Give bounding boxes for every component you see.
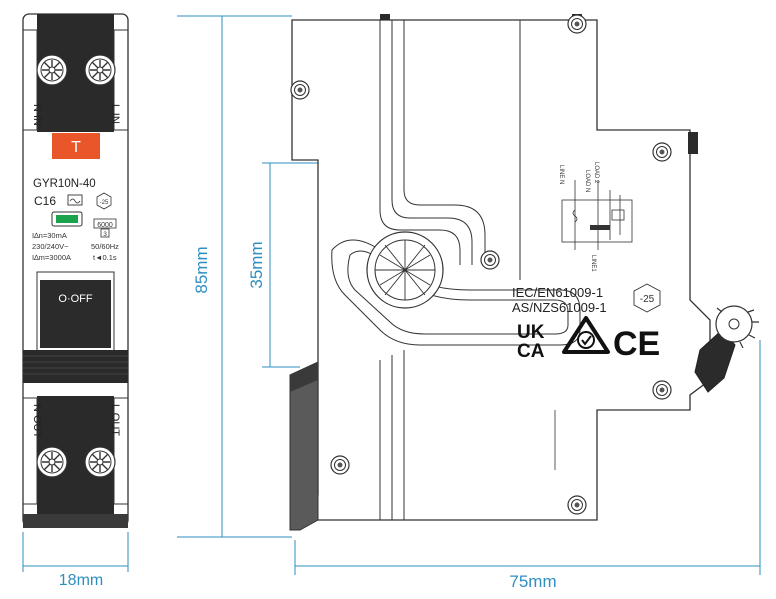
svg-text:6000: 6000 xyxy=(97,222,113,229)
terminal-screw-icon xyxy=(84,54,116,86)
rivet-icon xyxy=(567,495,587,515)
hexagon-temperature-icon xyxy=(96,192,112,210)
terminal-label-n-in: N IN xyxy=(31,104,43,126)
test-button-label: T xyxy=(71,139,81,156)
terminal-screw-icon xyxy=(36,446,68,478)
svg-text:LINE1: LINE1 xyxy=(590,255,596,272)
svg-text:-25: -25 xyxy=(100,200,109,206)
spec-breaking: I∆m=3000A xyxy=(32,253,71,262)
switch-label: O·OFF xyxy=(58,293,92,305)
rivet-icon xyxy=(330,455,350,475)
spec-frequency: 50/60Hz xyxy=(91,242,119,251)
breaking-capacity-box xyxy=(93,218,117,229)
ce-mark-icon: CE xyxy=(613,325,660,363)
curve-icon xyxy=(67,194,83,206)
height-dimension: 85mm xyxy=(177,15,292,538)
wiring-schematic: LINE N LOAD N LOAD 2 LINE1 xyxy=(558,162,633,272)
rail-dimension: 35mm xyxy=(247,162,318,368)
depth-dimension: 75mm xyxy=(294,340,761,591)
rivet-icon xyxy=(652,380,672,400)
side-body-outline xyxy=(290,19,711,521)
test-button[interactable] xyxy=(52,133,100,159)
width-dimension-label: 18mm xyxy=(59,572,103,589)
rivet-icon xyxy=(290,80,310,100)
terminal-screw-icon xyxy=(84,446,116,478)
spec-residual-current: I∆n=30mA xyxy=(32,231,67,240)
rail-dimension-label: 35mm xyxy=(247,241,266,288)
rail-clip-grip[interactable] xyxy=(289,361,319,531)
svg-text:LOAD N: LOAD N xyxy=(584,170,590,192)
rivet-icon xyxy=(567,14,587,34)
rcm-mark-icon xyxy=(562,316,610,354)
side-view: LINE N LOAD N LOAD 2 LINE1 IEC/EN61009-1… xyxy=(289,14,759,531)
terminal-label-n-out: N OUT xyxy=(31,404,43,439)
depth-dimension-label: 75mm xyxy=(509,572,556,591)
model-label: GYR10N-40 xyxy=(33,178,96,190)
rating-label: C16 xyxy=(34,194,56,208)
terminal-label-l-in: L IN xyxy=(109,104,121,124)
hexagon-temperature-icon xyxy=(633,283,661,313)
ukca-mark-icon: UK CA xyxy=(517,322,545,362)
width-dimension: 18mm xyxy=(22,532,129,589)
front-view: N IN L IN T GYR10N-40 C16 -25 6000 3 I∆n… xyxy=(22,13,129,528)
svg-text:CA: CA xyxy=(517,341,545,362)
front-bottom-clip xyxy=(23,514,128,528)
height-dimension-label: 85mm xyxy=(192,246,211,293)
rail-band xyxy=(23,350,128,383)
spec-voltage: 230/240V~ xyxy=(32,242,69,251)
terminal-screw-icon xyxy=(36,54,68,86)
rivet-icon xyxy=(652,142,672,162)
switch-toggle[interactable] xyxy=(40,280,111,348)
switch-lever[interactable] xyxy=(694,305,759,393)
standard-asnzs: AS/NZS61009-1 xyxy=(512,300,607,315)
svg-text:LOAD 2: LOAD 2 xyxy=(593,162,599,184)
terminal-label-l-out: L OUT xyxy=(109,404,121,436)
svg-text:-25: -25 xyxy=(640,294,655,305)
svg-text:3: 3 xyxy=(103,231,107,238)
standard-iec: IEC/EN61009-1 xyxy=(512,285,603,300)
svg-text:UK: UK xyxy=(517,322,545,343)
svg-text:LINE N: LINE N xyxy=(558,165,564,184)
spec-trip-time: t◄0.1s xyxy=(93,253,117,262)
rivet-icon xyxy=(480,250,500,270)
